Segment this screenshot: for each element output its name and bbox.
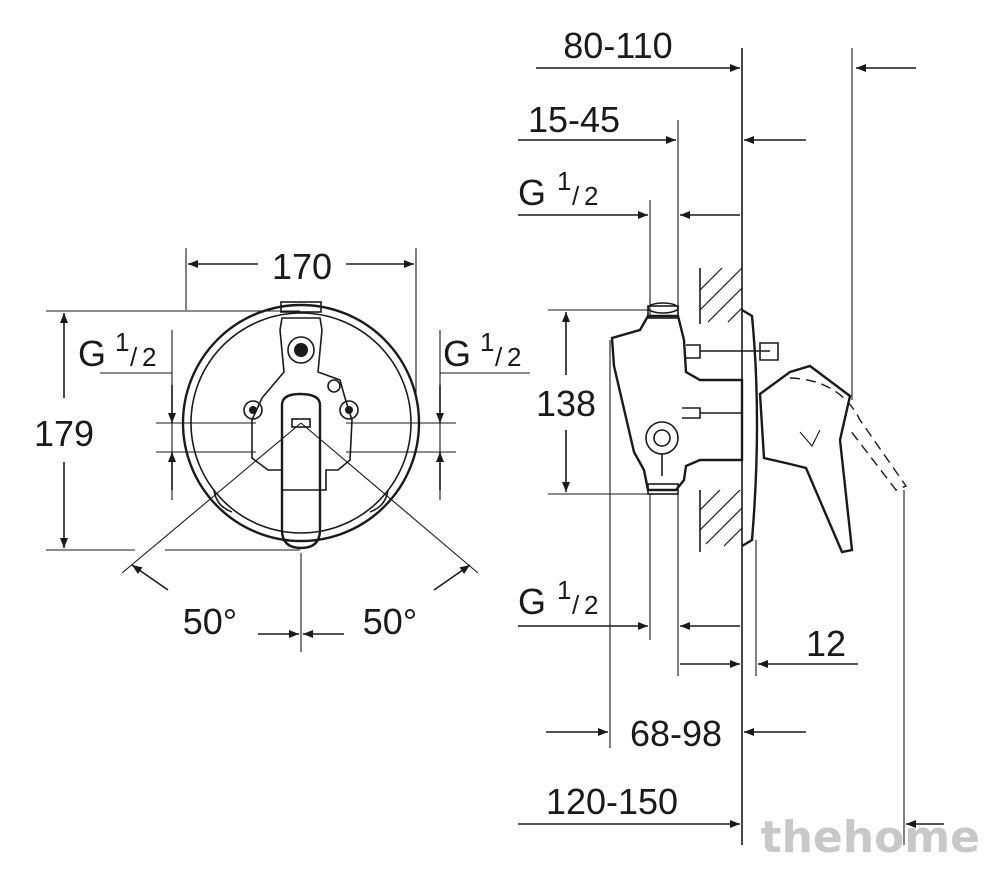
left-screw bbox=[243, 400, 263, 420]
thread-fraction-bottom-num: 1 bbox=[557, 575, 571, 605]
side-lever bbox=[758, 364, 854, 554]
side-valve-body bbox=[610, 314, 744, 492]
dim-angle-right: 50° bbox=[363, 601, 417, 642]
dim-angle-left: 50° bbox=[183, 601, 237, 642]
thread-fraction-top-num: 1 bbox=[557, 166, 571, 196]
front-view bbox=[181, 301, 421, 550]
side-lever-detail bbox=[799, 429, 821, 447]
lever-swing-outline bbox=[789, 377, 908, 491]
bottom-mount bbox=[213, 489, 389, 513]
dim-68-98: 68-98 bbox=[630, 713, 722, 754]
thread-fraction-left-den: 2 bbox=[142, 342, 156, 372]
dim-15-45: 15-45 bbox=[528, 99, 620, 140]
upper-right-screw bbox=[327, 379, 341, 393]
fraction-slash-bottom: / bbox=[572, 590, 580, 620]
thread-label-bottom: G bbox=[518, 581, 546, 622]
side-cover-plate bbox=[741, 308, 759, 548]
fraction-slash-left: / bbox=[130, 342, 138, 372]
thread-fraction-bottom-den: 2 bbox=[584, 590, 598, 620]
bottom-pipe-cap bbox=[647, 483, 679, 495]
dim-12: 12 bbox=[806, 623, 846, 664]
wall-hatch-top bbox=[699, 267, 743, 323]
thread-fraction-top-den: 2 bbox=[584, 181, 598, 211]
top-inlet-hole bbox=[294, 343, 308, 357]
diverter-knob-inner bbox=[653, 429, 671, 447]
dim-height-179: 179 bbox=[34, 413, 94, 454]
left-screw-center bbox=[249, 406, 257, 414]
dim-80-110: 80-110 bbox=[563, 25, 672, 66]
right-screw bbox=[339, 400, 359, 420]
valve-body-outline bbox=[251, 317, 353, 491]
dim-120-150: 120-150 bbox=[546, 781, 678, 822]
right-screw-center bbox=[345, 406, 353, 414]
top-pipe-opening bbox=[647, 302, 679, 314]
handle-logo bbox=[291, 418, 311, 428]
upper-bolt bbox=[686, 342, 779, 361]
front-dimensions: 170 179 G 1 / 2 G 1 / 2 bbox=[34, 246, 530, 652]
thread-fraction-right-num: 1 bbox=[480, 327, 494, 357]
thread-label-right: G bbox=[443, 333, 471, 374]
dim-138: 138 bbox=[536, 383, 596, 424]
plate-top-tab bbox=[280, 301, 322, 313]
diverter-knob-outer bbox=[645, 421, 679, 455]
top-inlet-ring bbox=[287, 336, 315, 364]
thread-label-left: G bbox=[78, 333, 106, 374]
thread-fraction-left-num: 1 bbox=[115, 327, 129, 357]
wall-hatch-bottom bbox=[699, 489, 743, 547]
fraction-slash-top: / bbox=[572, 181, 580, 211]
thread-fraction-right-den: 2 bbox=[507, 342, 521, 372]
lower-bolt bbox=[682, 407, 742, 419]
lever-handle bbox=[280, 392, 322, 550]
side-dimensions: 80-110 15-45 G 1 / 2 138 G 1 / 2 12 bbox=[518, 25, 944, 845]
dim-width-170: 170 bbox=[272, 246, 332, 287]
thread-label-top: G bbox=[518, 172, 546, 213]
fraction-slash-right: / bbox=[495, 342, 503, 372]
side-view bbox=[610, 48, 908, 845]
watermark-logo: thehome bbox=[761, 812, 980, 863]
